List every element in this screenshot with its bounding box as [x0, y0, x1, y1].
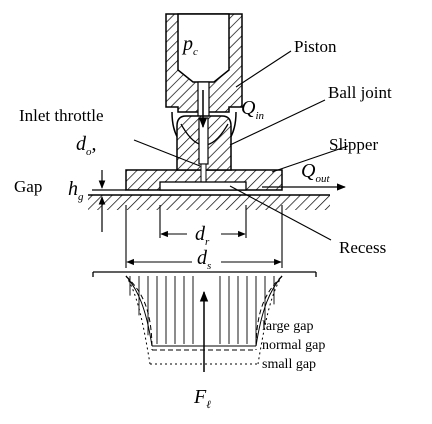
large-gap-label: large gap [262, 319, 313, 334]
dr-symbol: dr [195, 223, 210, 248]
slipper [125, 115, 283, 191]
pressure-lines [129, 276, 275, 344]
do-symbol: do, [76, 133, 97, 158]
inlet-throttle-label: Inlet throttle [19, 106, 104, 125]
leader-lines [133, 50, 349, 241]
swash-plate [88, 195, 330, 210]
piston-label: Piston [294, 37, 337, 56]
gap-label: Gap [14, 177, 42, 196]
small-gap-label: small gap [262, 357, 316, 372]
pc-symbol: pc [181, 33, 198, 58]
hg-symbol: hg [68, 178, 84, 203]
gap-dimension [92, 170, 126, 232]
normal-gap-label: normal gap [262, 338, 325, 353]
fl-symbol: Fℓ [193, 386, 211, 411]
diameter-dimensions [125, 205, 283, 268]
slipper-label: Slipper [329, 135, 378, 154]
recess-label: Recess [339, 238, 386, 257]
qin-symbol: Qin [241, 97, 265, 122]
ds-symbol: ds [197, 247, 211, 272]
qout-symbol: Qout [301, 160, 330, 185]
ball-joint-label: Ball joint [328, 83, 392, 102]
